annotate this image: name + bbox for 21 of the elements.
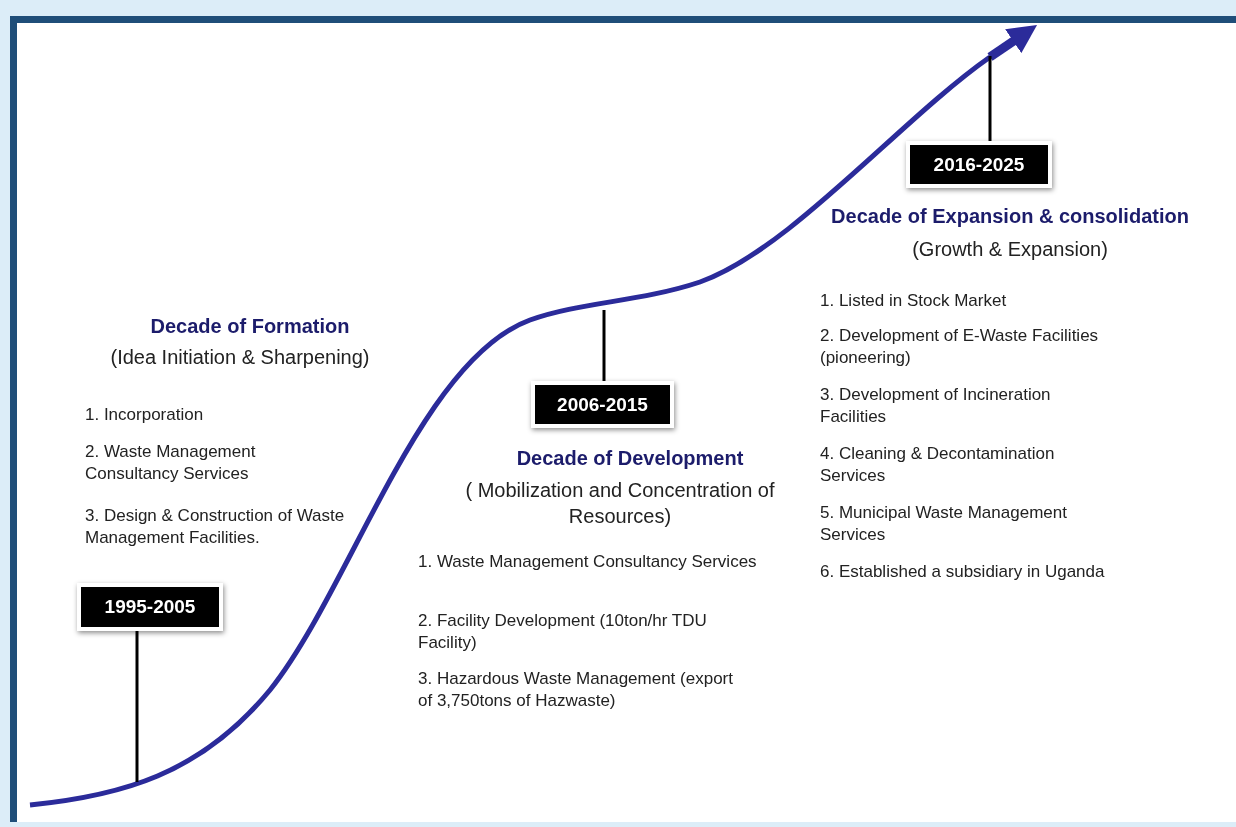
list-item: 3. Hazardous Waste Management (export of 3,750tons of Hazwaste) (418, 668, 734, 713)
leader-line (602, 310, 606, 381)
decade-heading: Decade of Expansion & consolidation (830, 204, 1190, 229)
decade-heading: Decade of Formation (149, 314, 351, 339)
list-item: 1. Listed in Stock Market (820, 290, 1008, 312)
leader-line (988, 56, 992, 141)
list-item: 3. Development of Incineration Facilities (820, 384, 1052, 429)
list-item: 2. Development of E-Waste Facilities (pioneering) (820, 325, 1100, 370)
list-item: 2. Facility Development (10ton/hr TDU Facility) (418, 610, 708, 655)
list-item: 6. Established a subsidiary in Uganda (820, 561, 1106, 583)
list-item: 1. Waste Management Consultancy Services (418, 551, 758, 573)
decade-subtitle: (Growth & Expansion) (911, 237, 1109, 262)
list-item: 3. Design & Construction of Waste Management Facilities. (85, 505, 346, 550)
leader-line (135, 631, 139, 782)
list-item: 4. Cleaning & Decontamination Services (820, 443, 1056, 488)
list-item: 1. Incorporation (85, 404, 205, 426)
list-item: 5. Municipal Waste Management Services (820, 502, 1068, 547)
decade-subtitle: ( Mobilization and Concentration of Resources) (464, 478, 776, 529)
decade-subtitle: (Idea Initiation & Sharpening) (109, 345, 371, 370)
decade-heading: Decade of Development (515, 446, 745, 471)
list-item: 2. Waste Management Consultancy Services (85, 441, 257, 486)
